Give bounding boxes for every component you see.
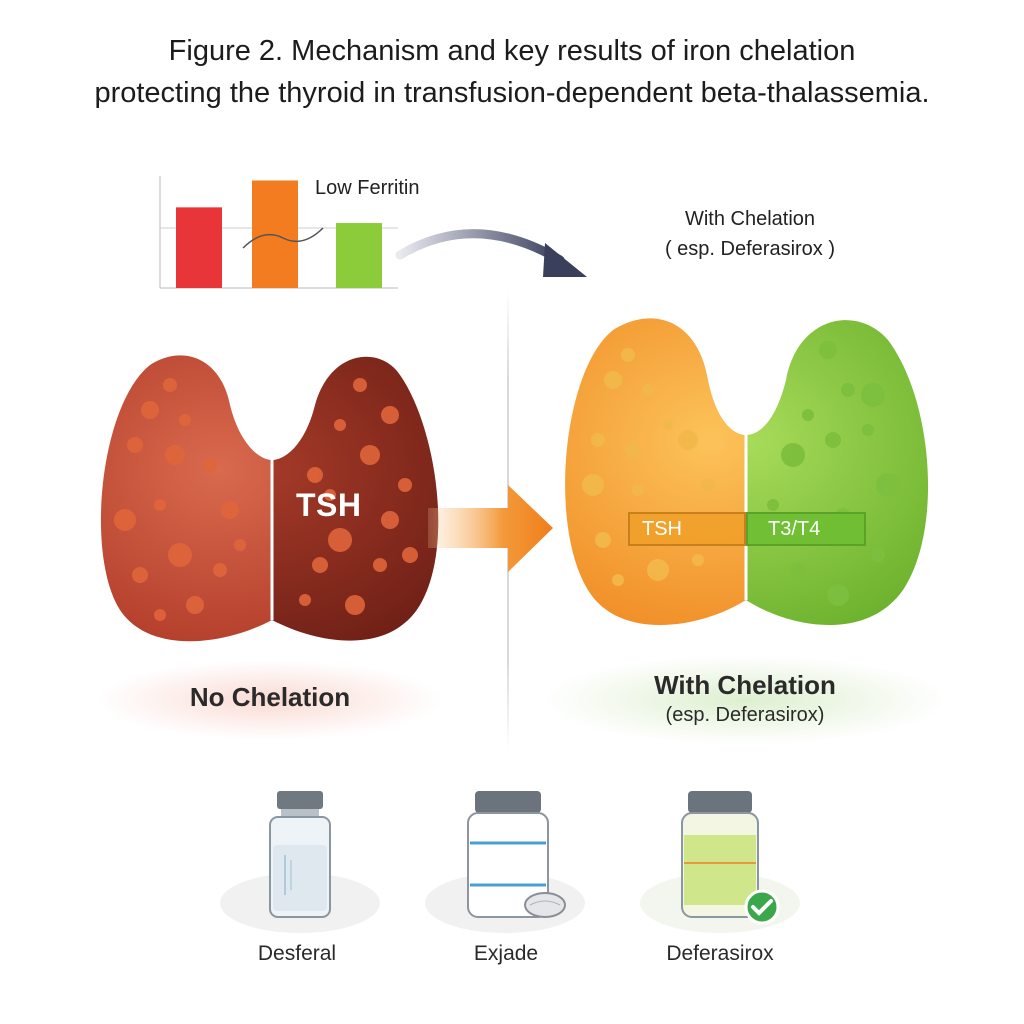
figure-title: Figure 2. Mechanism and key results of i… xyxy=(0,30,1024,114)
ferritin-bar-3 xyxy=(336,223,382,288)
vial-icon xyxy=(215,785,385,940)
thyroid-no-chelation-icon xyxy=(90,345,450,655)
curved-arrow-icon xyxy=(395,215,595,300)
with-chelation-glow xyxy=(540,655,950,745)
drug-label-exjade: Exjade xyxy=(473,942,539,965)
with-chelation-top-line1: With Chelation xyxy=(684,208,816,230)
thyroid-with-chelation-icon xyxy=(558,310,938,640)
drug-label-desferal: Desferal xyxy=(257,942,337,965)
jar-with-check-icon xyxy=(640,785,820,940)
orange-arrow-icon xyxy=(428,480,558,585)
drug-label-deferasirox: Deferasirox xyxy=(666,942,774,965)
ferritin-mini-chart xyxy=(148,168,408,296)
jar-with-pill-icon xyxy=(420,785,600,940)
low-ferritin-label: Low Ferritin xyxy=(315,177,420,199)
tsh-bar: TSH xyxy=(628,512,746,546)
ferritin-bar-1 xyxy=(176,207,222,288)
title-line-2: protecting the thyroid in transfusion-de… xyxy=(94,77,930,109)
ferritin-bar-2 xyxy=(252,180,298,288)
with-chelation-top-label: With Chelation ( esp. Deferasirox ) xyxy=(600,204,900,264)
with-chelation-caption: With Chelation xyxy=(654,670,836,700)
no-chelation-glow xyxy=(95,660,445,740)
tsh-label-left: TSH xyxy=(296,487,362,523)
with-chelation-top-line2: ( esp. Deferasirox ) xyxy=(664,238,836,260)
t3-t4-bar: T3/T4 xyxy=(746,512,866,546)
with-chelation-subcaption: (esp. Deferasirox) xyxy=(665,704,825,726)
title-line-1: Figure 2. Mechanism and key results of i… xyxy=(168,35,856,67)
no-chelation-caption: No Chelation xyxy=(189,682,351,712)
